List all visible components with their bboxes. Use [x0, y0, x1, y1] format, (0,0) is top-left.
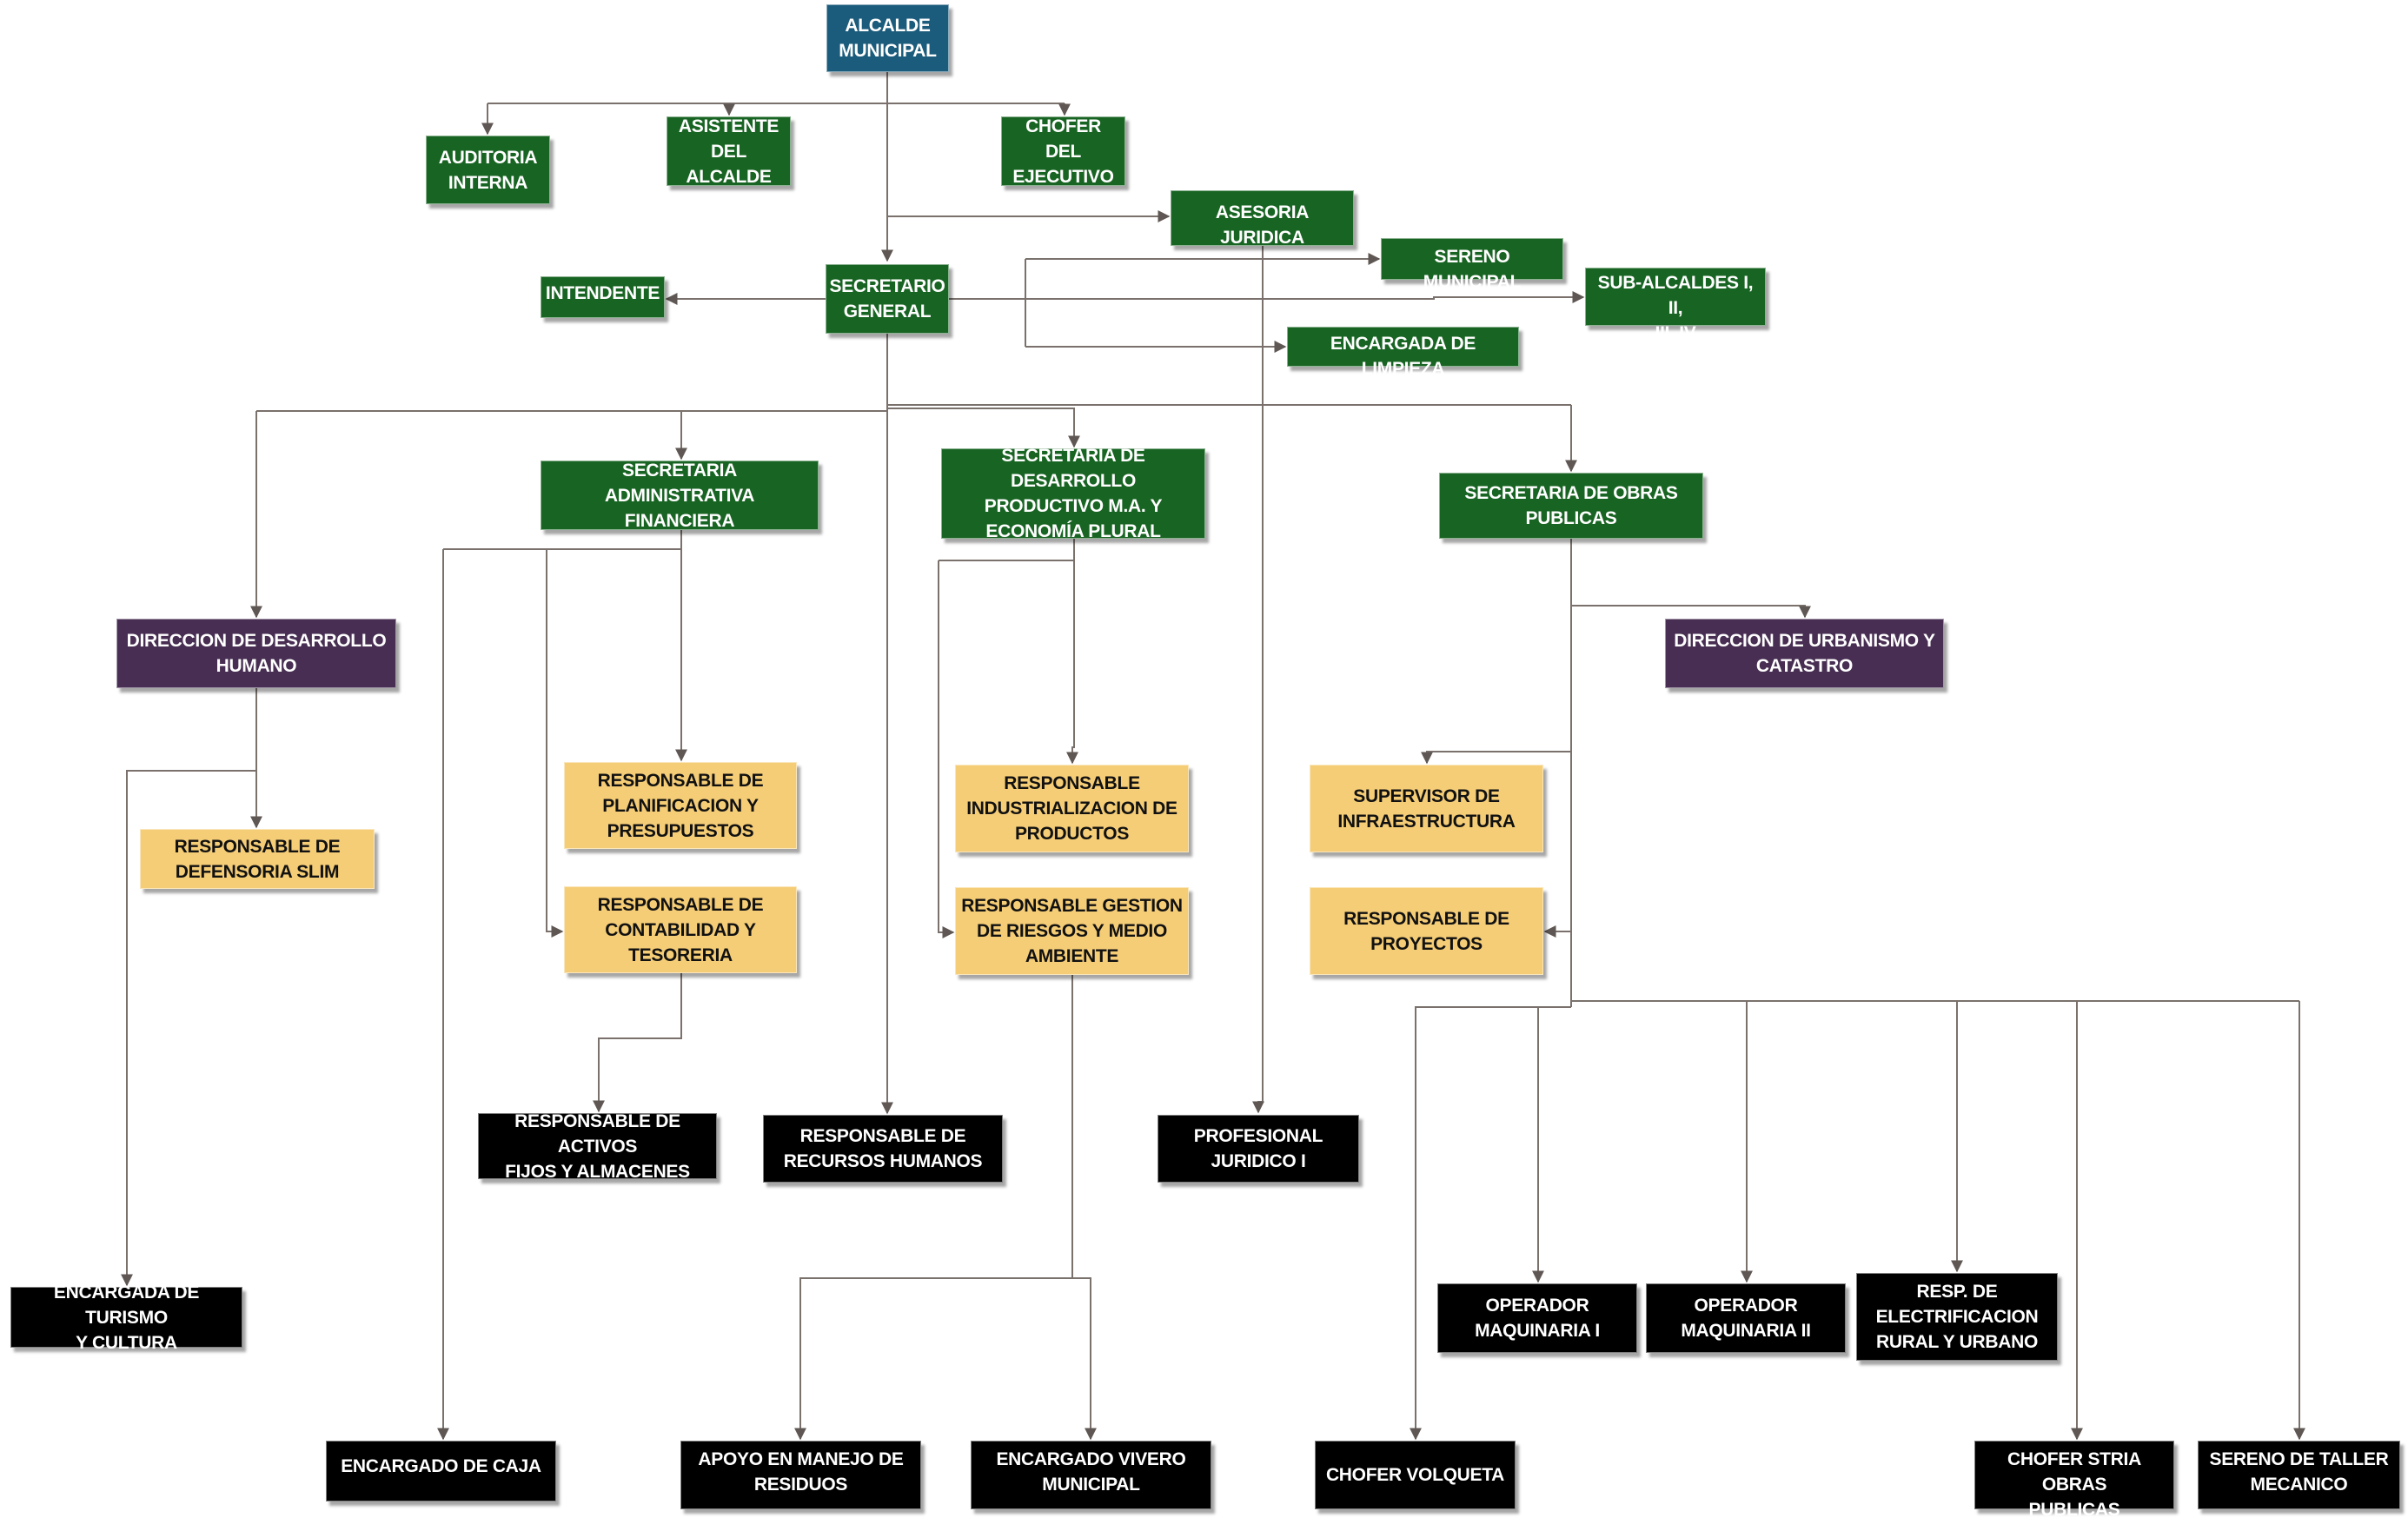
node-chofer-stria-obras[interactable]: CHOFER STRIA OBRAS PUBLICAS [1974, 1441, 2174, 1518]
node-label: RESPONSABLE DE ACTIVOS FIJOS Y ALMACENES [505, 1110, 690, 1182]
node-secretaria-obras[interactable]: SECRETARIA DE OBRAS PUBLICAS [1439, 473, 1703, 539]
node-sereno-taller[interactable]: SERENO DE TALLER MECANICO [2198, 1441, 2400, 1509]
node-encargada-limpieza[interactable]: ENCARGADA DE LIMPIEZA [1287, 327, 1519, 379]
connector-sd-trunk [1066, 539, 1078, 765]
node-label: CHOFER VOLQUETA [1325, 1465, 1505, 1485]
node-responsable-rrhh[interactable]: RESPONSABLE DE RECURSOS HUMANOS [763, 1115, 1003, 1183]
connector-to-dir-urbanismo [1571, 605, 1811, 619]
node-label: ENCARGADA DE TURISMO Y CULTURA [53, 1282, 200, 1353]
node-label: SECRETARIO GENERAL [829, 276, 945, 321]
node-label: SERENO MUNICIPAL [1423, 247, 1522, 292]
connector-to-apoyo-residuos [794, 1277, 1072, 1441]
node-auditoria-interna[interactable]: AUDITORIA INTERNA [426, 136, 550, 204]
node-label: ALCALDE MUNICIPAL [839, 16, 937, 61]
node-secretario-general[interactable]: SECRETARIO GENERAL [826, 264, 949, 334]
node-label: SECRETARIA DE OBRAS PUBLICAS [1464, 483, 1678, 528]
node-label: CHOFER DEL EJECUTIVO [1012, 116, 1114, 187]
node-label: DIRECCION DE DESARROLLO HUMANO [126, 631, 387, 676]
node-label: SUPERVISOR DE INFRAESTRUCTURA [1337, 786, 1516, 832]
node-encargado-caja[interactable]: ENCARGADO DE CAJA [326, 1441, 556, 1501]
node-label: RESPONSABLE DE CONTABILIDAD Y TESORERIA [597, 894, 764, 965]
node-secretaria-administrativa[interactable]: SECRETARIA ADMINISTRATIVA FINANCIERA [541, 461, 819, 531]
node-responsable-contabilidad[interactable]: RESPONSABLE DE CONTABILIDAD Y TESORERIA [564, 886, 797, 973]
node-label: RESPONSABLE DE PROYECTOS [1343, 908, 1509, 954]
node-label: SECRETARIA DE DESARROLLO PRODUCTIVO M.A.… [984, 446, 1163, 541]
node-responsable-proyectos[interactable]: RESPONSABLE DE PROYECTOS [1310, 887, 1543, 975]
node-label: OPERADOR MAQUINARIA II [1681, 1296, 1811, 1341]
node-responsable-planificacion[interactable]: RESPONSABLE DE PLANIFICACION Y PRESUPUES… [564, 762, 797, 849]
node-asesoria-juridica[interactable]: ASESORIA JURIDICA [1171, 190, 1354, 248]
node-apoyo-residuos[interactable]: APOYO EN MANEJO DE RESIDUOS [680, 1441, 921, 1509]
node-intendente[interactable]: INTENDENTE [541, 276, 665, 318]
node-secretaria-desarrollo[interactable]: SECRETARIA DE DESARROLLO PRODUCTIVO M.A.… [941, 446, 1205, 541]
connector-to-sec-desarrollo [887, 408, 1080, 448]
connector-asesoria-to-profesional [1252, 246, 1264, 1114]
node-chofer-ejecutivo[interactable]: CHOFER DEL EJECUTIVO [1001, 116, 1125, 187]
node-label: ASESORIA JURIDICA [1215, 202, 1310, 248]
node-operador-maquinaria-2[interactable]: OPERADOR MAQUINARIA II [1646, 1283, 1846, 1353]
connector-to-vivero [1072, 1277, 1097, 1441]
node-label: ASISTENTE DEL ALCALDE [678, 116, 779, 187]
node-responsable-defensoria[interactable]: RESPONSABLE DE DEFENSORIA SLIM [140, 829, 375, 889]
node-label: AUDITORIA INTERNA [438, 147, 538, 193]
node-label: OPERADOR MAQUINARIA I [1475, 1296, 1600, 1341]
node-direccion-urbanismo[interactable]: DIRECCION DE URBANISMO Y CATASTRO [1665, 619, 1944, 688]
node-direccion-desarrollo-humano[interactable]: DIRECCION DE DESARROLLO HUMANO [116, 619, 396, 688]
node-responsable-activos[interactable]: RESPONSABLE DE ACTIVOS FIJOS Y ALMACENES [478, 1111, 717, 1182]
node-label: RESPONSABLE DE PLANIFICACION Y PRESUPUES… [597, 770, 764, 841]
node-label: RESP. DE ELECTRIFICACION RURAL Y URBANO [1875, 1282, 2039, 1352]
node-encargado-vivero[interactable]: ENCARGADO VIVERO MUNICIPAL [971, 1441, 1211, 1509]
node-label: PROFESIONAL JURIDICO I [1193, 1126, 1323, 1171]
node-label: RESPONSABLE INDUSTRIALIZACION DE PRODUCT… [966, 773, 1177, 844]
node-label: SERENO DE TALLER MECANICO [2209, 1449, 2389, 1495]
node-resp-electrificacion[interactable]: RESP. DE ELECTRIFICACION RURAL Y URBANO [1856, 1273, 2058, 1361]
node-responsable-industrializacion[interactable]: RESPONSABLE INDUSTRIALIZACION DE PRODUCT… [955, 765, 1189, 852]
node-asistente-alcalde[interactable]: ASISTENTE DEL ALCALDE [667, 116, 791, 187]
node-encargada-turismo[interactable]: ENCARGADA DE TURISMO Y CULTURA [10, 1283, 242, 1353]
node-label: CHOFER STRIA OBRAS PUBLICAS [2007, 1449, 2141, 1518]
node-label: RESPONSABLE DE RECURSOS HUMANOS [783, 1126, 983, 1171]
node-responsable-riesgos[interactable]: RESPONSABLE GESTION DE RIESGOS Y MEDIO A… [955, 887, 1189, 975]
connector-contabilidad-to-activos [593, 973, 682, 1113]
connector-to-contabilidad [546, 549, 564, 938]
node-chofer-volqueta[interactable]: CHOFER VOLQUETA [1315, 1441, 1516, 1509]
node-label: ENCARGADO DE CAJA [341, 1456, 541, 1476]
node-label: SUB-ALCALDES I, II, III, IV [1597, 273, 1754, 343]
node-label: INTENDENTE [545, 283, 660, 303]
node-sereno-municipal[interactable]: SERENO MUNICIPAL [1381, 238, 1563, 292]
node-label: RESPONSABLE DE DEFENSORIA SLIM [174, 836, 341, 882]
node-sub-alcaldes[interactable]: SUB-ALCALDES I, II, III, IV [1585, 268, 1766, 343]
connector-to-supervisor [1421, 751, 1571, 765]
node-label: SECRETARIA ADMINISTRATIVA FINANCIERA [604, 460, 755, 531]
connector-to-sub-alcaldes [1025, 291, 1585, 303]
node-supervisor-infraestructura[interactable]: SUPERVISOR DE INFRAESTRUCTURA [1310, 765, 1543, 852]
node-label: ENCARGADO VIVERO MUNICIPAL [996, 1449, 1186, 1495]
node-label: APOYO EN MANEJO DE RESIDUOS [698, 1449, 904, 1495]
node-label: ENCARGADA DE LIMPIEZA [1330, 334, 1476, 379]
connector-to-riesgos [938, 560, 955, 938]
connector-to-chofer-volqueta [1410, 1006, 1571, 1441]
node-label: RESPONSABLE GESTION DE RIESGOS Y MEDIO A… [961, 896, 1183, 966]
node-operador-maquinaria-1[interactable]: OPERADOR MAQUINARIA I [1437, 1283, 1637, 1353]
node-alcalde-municipal[interactable]: ALCALDE MUNICIPAL [826, 4, 949, 72]
node-profesional-juridico[interactable]: PROFESIONAL JURIDICO I [1158, 1115, 1359, 1183]
node-label: DIRECCION DE URBANISMO Y CATASTRO [1674, 631, 1935, 676]
